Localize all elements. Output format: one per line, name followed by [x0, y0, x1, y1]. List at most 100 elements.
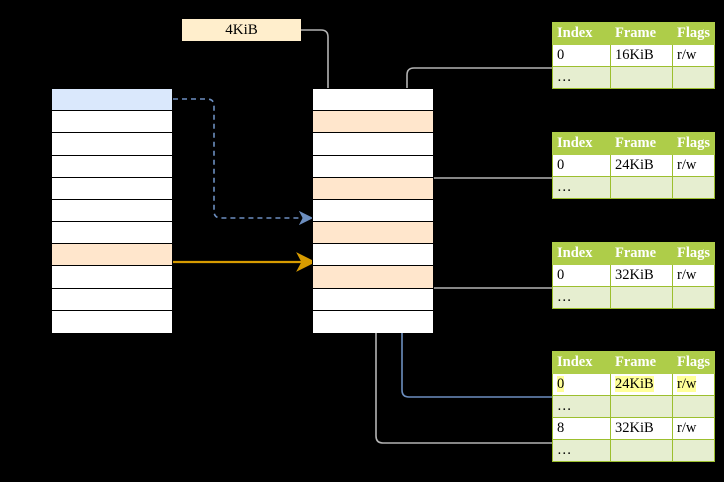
column-header-flags: Flags	[672, 132, 715, 155]
table-cell-flags[interactable]	[672, 395, 715, 418]
cell-value: …	[557, 179, 574, 195]
virtual-address-space-stack	[51, 88, 173, 333]
cell-value: …	[557, 289, 574, 305]
cell-value: r/w	[677, 420, 697, 436]
table-cell-frame[interactable]: 16KiB	[610, 44, 673, 67]
column-header-index: Index	[552, 22, 611, 45]
memory-cell[interactable]	[52, 222, 172, 245]
page-size-label: 4KiB	[182, 19, 301, 41]
table-cell-flags[interactable]	[672, 439, 715, 462]
table-row[interactable]: …	[552, 395, 715, 418]
memory-cell[interactable]	[52, 133, 172, 156]
memory-cell[interactable]	[313, 244, 433, 267]
column-header-frame: Frame	[610, 22, 673, 45]
table-cell-flags[interactable]	[672, 176, 715, 199]
cell-value: 24KiB	[615, 376, 654, 392]
table-row[interactable]: 0 32KiB r/w	[552, 264, 715, 287]
table-cell-flags[interactable]	[672, 286, 715, 309]
table-cell-index[interactable]: …	[552, 66, 611, 89]
cell-value: 24KiB	[615, 157, 654, 173]
table-cell-frame[interactable]	[610, 439, 673, 462]
table-cell-frame[interactable]	[610, 176, 673, 199]
column-header-frame: Frame	[610, 351, 673, 374]
memory-cell[interactable]	[313, 155, 433, 178]
memory-cell[interactable]	[52, 155, 172, 178]
table-cell-frame[interactable]: 24KiB	[610, 154, 673, 177]
table-cell-frame[interactable]	[610, 66, 673, 89]
cell-value: 0	[557, 376, 565, 392]
cell-value: 0	[557, 157, 565, 173]
memory-cell[interactable]	[52, 111, 172, 134]
column-header-frame: Frame	[610, 242, 673, 265]
table-row[interactable]: …	[552, 176, 715, 199]
physical-memory-stack	[312, 88, 434, 333]
cell-value: r/w	[677, 157, 697, 173]
table-row[interactable]: 0 24KiB r/w	[552, 154, 715, 177]
table-cell-frame[interactable]: 32KiB	[610, 264, 673, 287]
table-cell-flags[interactable]: r/w	[672, 264, 715, 287]
memory-cell[interactable]	[313, 222, 433, 245]
memory-cell[interactable]	[313, 199, 433, 223]
memory-cell[interactable]	[52, 244, 172, 267]
table-cell-flags[interactable]	[672, 66, 715, 89]
column-header-flags: Flags	[672, 242, 715, 265]
table-cell-flags[interactable]: r/w	[672, 417, 715, 440]
table-cell-frame[interactable]: 32KiB	[610, 417, 673, 440]
table-cell-index[interactable]: …	[552, 439, 611, 462]
memory-cell[interactable]	[313, 89, 433, 112]
cell-value: r/w	[677, 267, 697, 283]
table-cell-frame[interactable]: 24KiB	[610, 373, 673, 396]
cell-value: 16KiB	[615, 47, 654, 63]
memory-cell[interactable]	[52, 266, 172, 289]
memory-cell[interactable]	[52, 288, 172, 311]
table-row[interactable]: …	[552, 66, 715, 89]
memory-cell[interactable]	[52, 310, 172, 333]
table-cell-index[interactable]: 0	[552, 44, 611, 67]
memory-cell[interactable]	[313, 288, 433, 311]
memory-cell[interactable]	[52, 177, 172, 200]
table-cell-frame[interactable]	[610, 395, 673, 418]
column-header-flags: Flags	[672, 351, 715, 374]
table-row[interactable]: 0 24KiB r/w	[552, 373, 715, 396]
cell-value: 32KiB	[615, 420, 654, 436]
table-cell-index[interactable]: 0	[552, 154, 611, 177]
column-header-flags: Flags	[672, 22, 715, 45]
memory-cell[interactable]	[313, 266, 433, 289]
table-cell-flags[interactable]: r/w	[672, 154, 715, 177]
table-cell-flags[interactable]: r/w	[672, 44, 715, 67]
table-row[interactable]: …	[552, 286, 715, 309]
table-cell-index[interactable]: 0	[552, 373, 611, 396]
memory-cell[interactable]	[313, 133, 433, 156]
memory-cell[interactable]	[313, 310, 433, 333]
memory-cell[interactable]	[313, 111, 433, 134]
table-cell-index[interactable]: 0	[552, 264, 611, 287]
cell-value: …	[557, 442, 574, 458]
cell-value: r/w	[677, 47, 697, 63]
table-cell-index[interactable]: …	[552, 395, 611, 418]
table-cell-frame[interactable]	[610, 286, 673, 309]
table-cell-index[interactable]: …	[552, 286, 611, 309]
column-header-index: Index	[552, 351, 611, 374]
memory-cell[interactable]	[313, 177, 433, 200]
table-cell-index[interactable]: 8	[552, 417, 611, 440]
table-row[interactable]: …	[552, 439, 715, 462]
column-header-index: Index	[552, 132, 611, 155]
memory-cell[interactable]	[52, 199, 172, 223]
memory-cell[interactable]	[52, 89, 172, 112]
cell-value: 32KiB	[615, 267, 654, 283]
table-cell-flags[interactable]: r/w	[672, 373, 715, 396]
cell-value: 0	[557, 267, 565, 283]
table-cell-index[interactable]: …	[552, 176, 611, 199]
column-header-frame: Frame	[610, 132, 673, 155]
